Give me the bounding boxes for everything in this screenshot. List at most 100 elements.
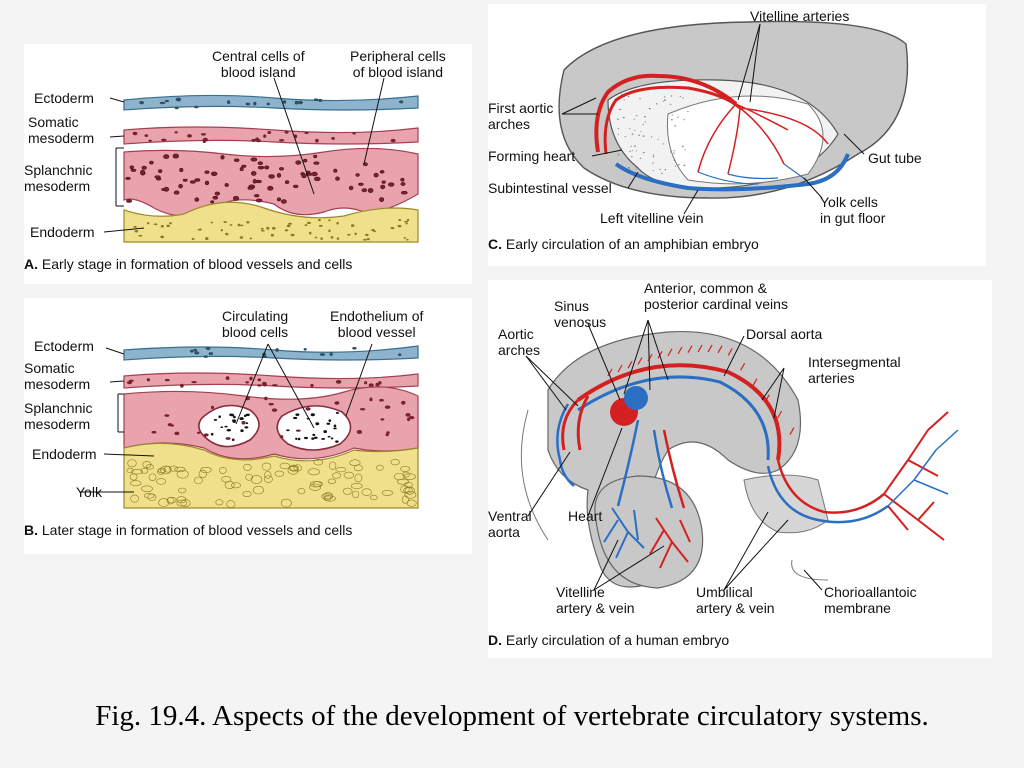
cell-nucleus <box>687 111 689 113</box>
cell-nucleus <box>352 346 357 350</box>
cell-nucleus <box>210 432 214 436</box>
cell-nucleus <box>204 170 210 174</box>
cell-nucleus <box>252 485 264 495</box>
cell-nucleus <box>158 498 170 507</box>
cell-nucleus <box>363 238 367 241</box>
cell-nucleus <box>297 100 303 105</box>
cell-nucleus <box>131 469 143 475</box>
cell-nucleus <box>200 133 207 136</box>
cell-nucleus <box>309 483 322 491</box>
cell-nucleus <box>230 482 242 489</box>
cell-nucleus <box>271 227 276 230</box>
cell-nucleus <box>191 380 197 384</box>
ectoderm-layer <box>123 345 419 361</box>
cell-nucleus <box>193 348 198 352</box>
cell-nucleus <box>313 436 318 440</box>
cell-nucleus <box>205 237 209 241</box>
cell-nucleus <box>684 149 686 151</box>
panel-b-illustration <box>80 343 419 509</box>
cell-nucleus <box>187 134 192 138</box>
label-ectoderm: Ectoderm <box>34 90 94 106</box>
cell-nucleus <box>191 237 195 240</box>
cell-nucleus <box>662 143 665 145</box>
cell-nucleus <box>268 174 275 179</box>
cell-nucleus <box>148 473 157 481</box>
cell-nucleus <box>652 162 655 164</box>
cell-nucleus <box>247 186 254 190</box>
cell-nucleus <box>148 139 152 142</box>
label-forming-heart: Forming heart <box>488 148 576 164</box>
cell-nucleus <box>164 465 172 473</box>
figure-caption: Fig. 19.4. Aspects of the development of… <box>95 700 929 732</box>
cell-nucleus <box>271 384 278 387</box>
label-subintestinal-vessel: Subintestinal vessel <box>488 180 612 196</box>
cell-nucleus <box>224 183 229 187</box>
cell-nucleus <box>196 431 201 434</box>
label-umbilical-artery-vein: Umbilical artery & vein <box>696 584 775 616</box>
cell-nucleus <box>210 200 215 204</box>
cell-nucleus <box>312 481 323 488</box>
cell-nucleus <box>679 95 681 97</box>
cell-nucleus <box>631 133 634 135</box>
cell-nucleus <box>332 472 341 479</box>
cell-nucleus <box>202 140 206 144</box>
panel-a-caption: A. Early stage in formation of blood ves… <box>24 256 353 272</box>
cell-nucleus <box>670 103 672 105</box>
cell-nucleus <box>405 222 408 225</box>
cell-nucleus <box>310 383 314 388</box>
cell-nucleus <box>390 458 400 466</box>
cell-nucleus <box>627 96 630 98</box>
cell-nucleus <box>323 494 332 501</box>
cell-nucleus <box>644 116 646 118</box>
cell-nucleus <box>403 487 413 494</box>
cell-nucleus <box>378 381 382 385</box>
cell-nucleus <box>233 415 236 419</box>
cell-nucleus <box>210 221 214 224</box>
cell-nucleus <box>335 467 347 473</box>
cell-nucleus <box>336 221 339 225</box>
label-sinus-venosus: Sinus venosus <box>554 298 607 330</box>
cell-nucleus <box>663 96 666 98</box>
cell-nucleus <box>315 138 319 143</box>
cell-nucleus <box>220 426 224 429</box>
cell-nucleus <box>176 469 189 479</box>
cell-nucleus <box>170 424 175 427</box>
cell-nucleus <box>295 413 300 416</box>
cell-nucleus <box>659 168 661 170</box>
label-heart: Heart <box>568 508 603 524</box>
cell-nucleus <box>293 416 298 420</box>
cell-nucleus <box>343 471 354 479</box>
label-ventral-aorta: Ventral aorta <box>488 508 532 540</box>
cell-nucleus <box>233 158 240 162</box>
cell-nucleus <box>400 177 405 182</box>
cell-nucleus <box>255 198 263 203</box>
cell-nucleus <box>657 138 659 140</box>
panel-c-caption: C. Early circulation of an amphibian emb… <box>488 236 759 252</box>
cell-nucleus <box>361 188 368 193</box>
cell-nucleus <box>240 429 244 433</box>
cell-nucleus <box>305 407 311 411</box>
cell-nucleus <box>295 437 298 440</box>
cell-nucleus <box>390 138 396 143</box>
cell-nucleus <box>132 131 138 136</box>
cell-nucleus <box>390 227 395 230</box>
cell-nucleus <box>288 222 292 225</box>
cell-nucleus <box>250 157 258 162</box>
cell-nucleus <box>342 487 353 495</box>
cell-nucleus <box>226 429 231 432</box>
endoderm-layer <box>123 201 419 243</box>
panel-d-human: Anterior, common & posterior cardinal ve… <box>488 280 992 658</box>
cell-nucleus <box>347 233 351 236</box>
cell-nucleus <box>245 413 250 417</box>
amphibian-vessels <box>594 73 850 192</box>
cell-nucleus <box>326 422 331 425</box>
cell-nucleus <box>279 462 290 470</box>
cell-nucleus <box>328 461 337 470</box>
cell-nucleus <box>163 154 170 159</box>
cell-nucleus <box>166 497 175 505</box>
cell-nucleus <box>130 168 137 172</box>
circulating-blood-cells <box>210 412 339 443</box>
cell-nucleus <box>264 165 270 170</box>
cell-nucleus <box>160 224 164 228</box>
panel-c-illustration <box>558 20 909 215</box>
